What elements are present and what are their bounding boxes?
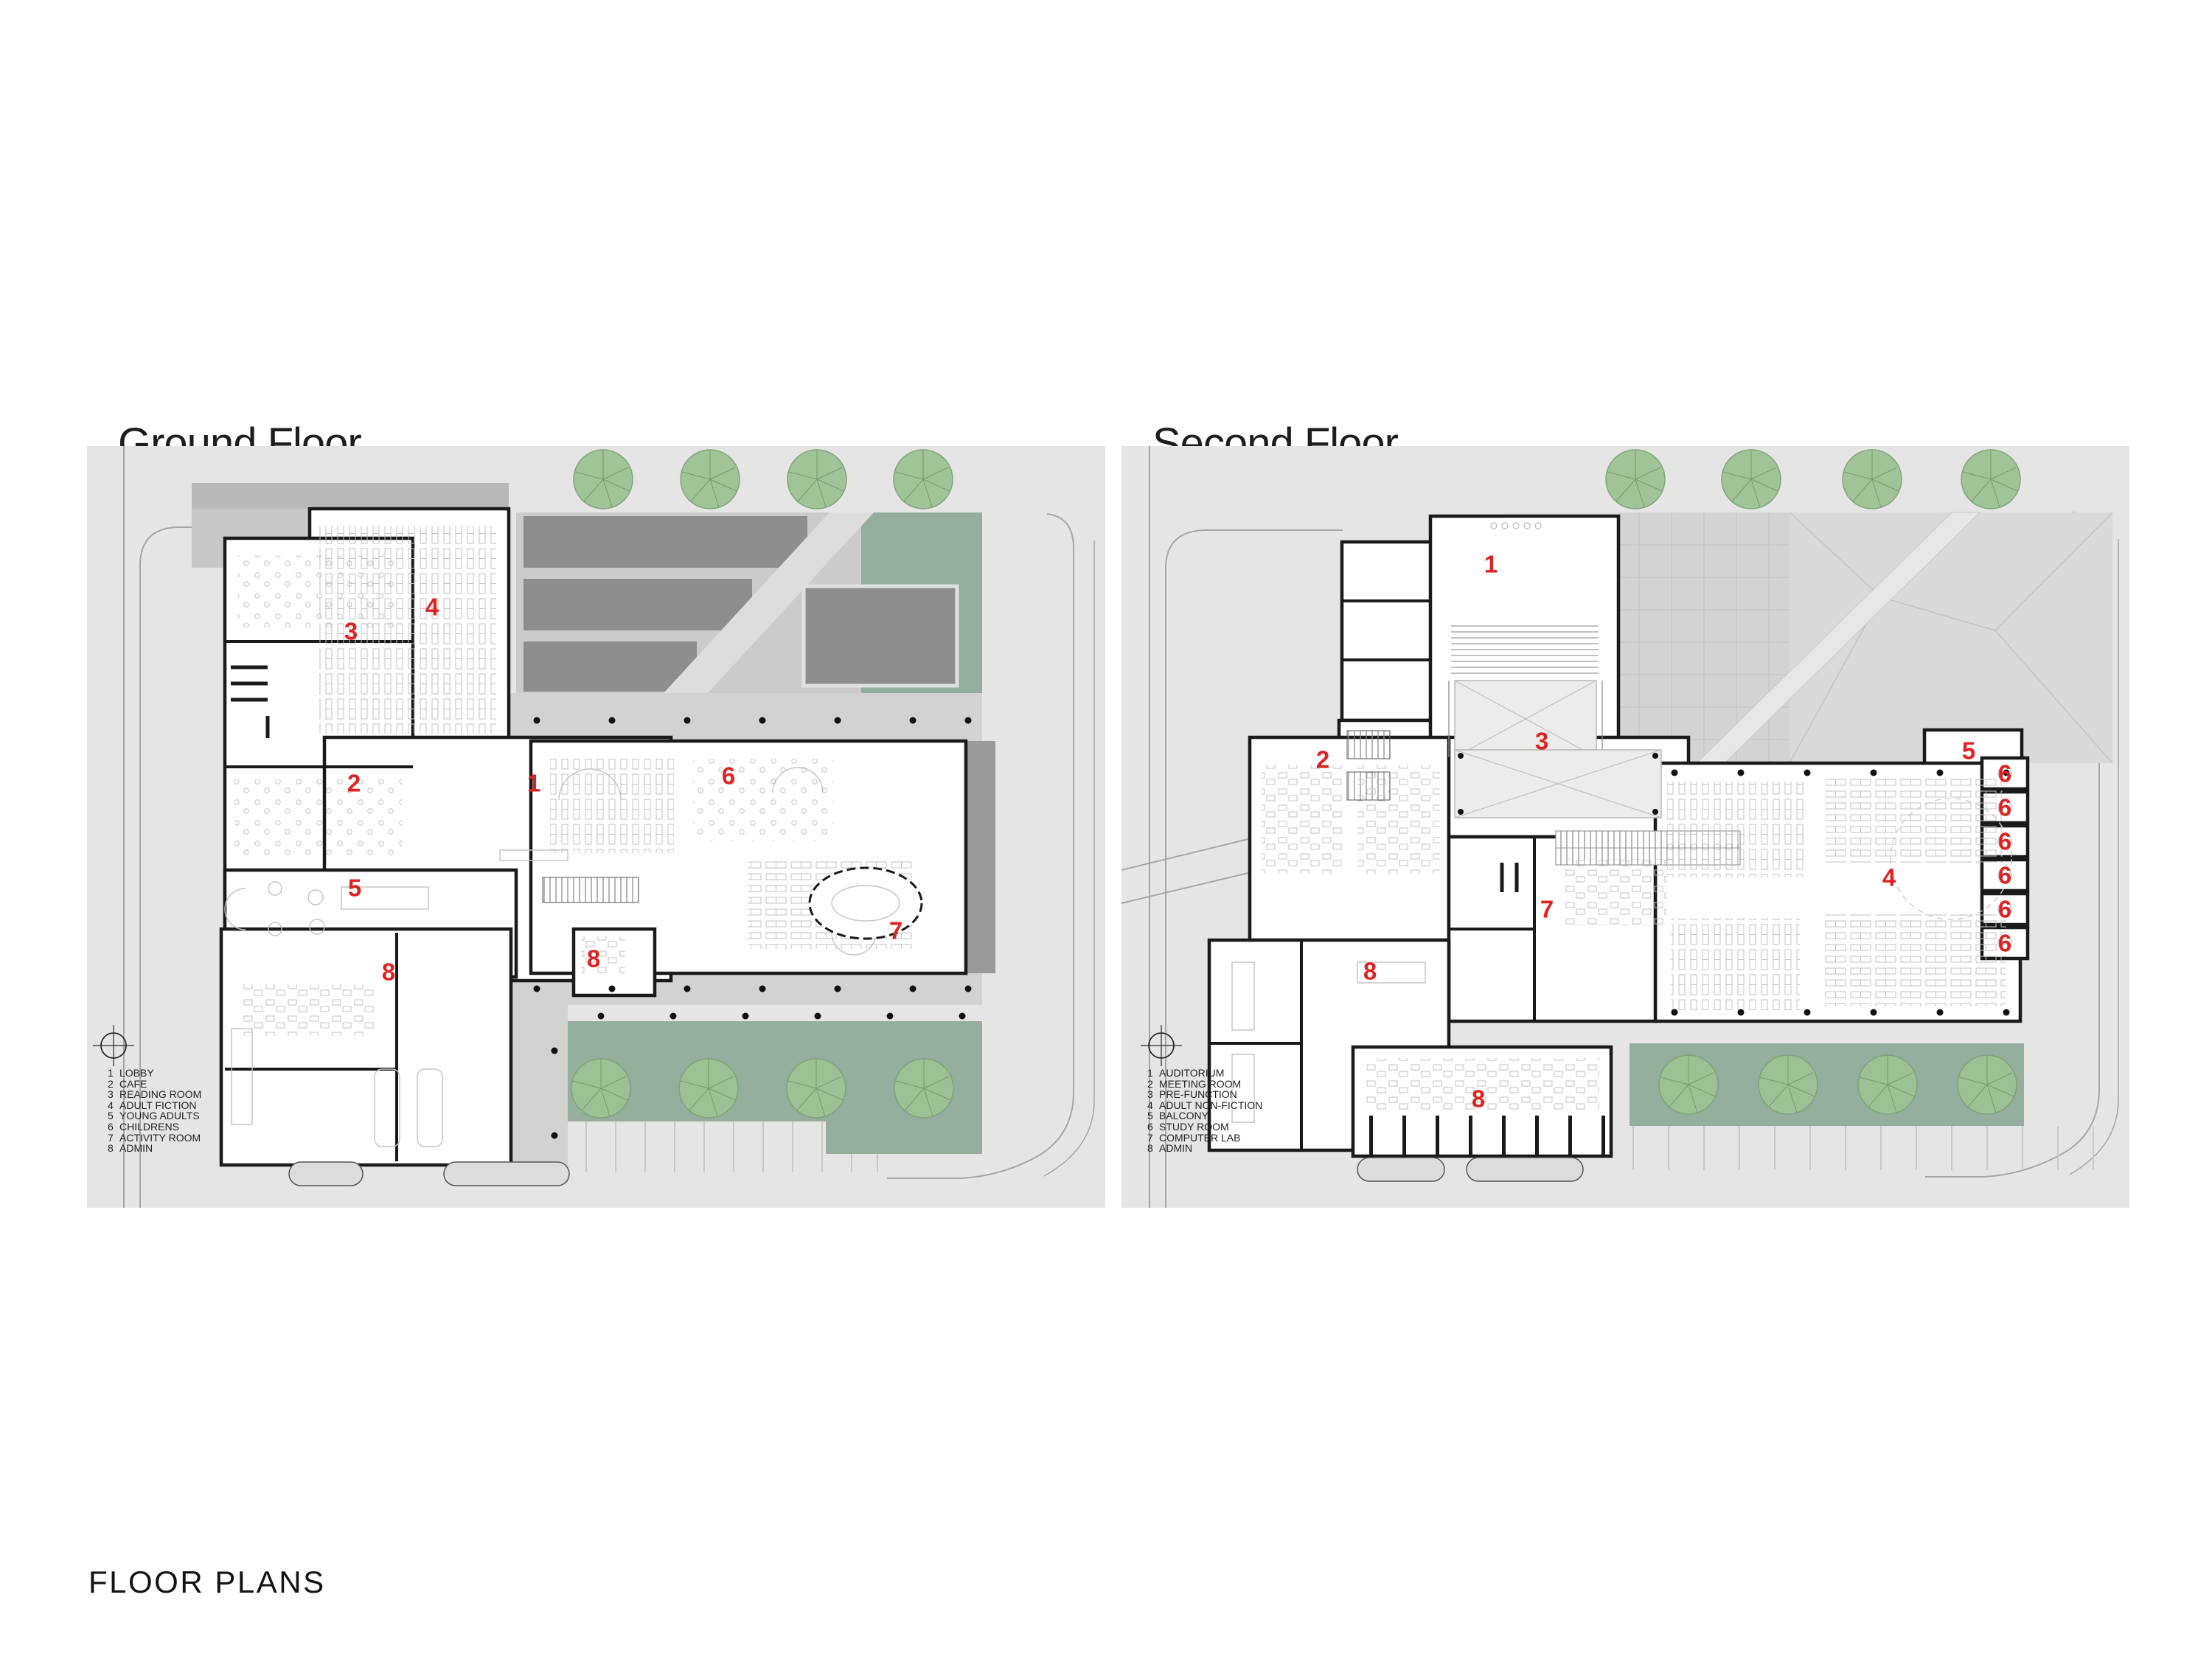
legend-item: 3 READING ROOM [108, 1089, 299, 1100]
legend-number: 4 [1147, 1099, 1153, 1111]
parking-stripes [1632, 1126, 2094, 1170]
legend-label: BALCONY [1159, 1110, 1208, 1122]
interior-walls [225, 640, 413, 1161]
office-partitions [1369, 1116, 1605, 1156]
legend-number: 8 [108, 1142, 114, 1155]
legend-label: AUDITORIUM [1159, 1067, 1225, 1079]
auditorium-detail [1444, 522, 1607, 758]
reading-desk-oval [808, 866, 923, 940]
entry-awnings [1357, 1157, 1584, 1182]
legend-item: 8 ADMIN [1147, 1143, 1339, 1154]
legend-number: 2 [108, 1077, 114, 1090]
legend-item: 1 AUDITORIUM [1147, 1068, 1339, 1079]
interior-walls [1209, 599, 1536, 1150]
legend-item: 2 MEETING ROOM [1147, 1077, 1339, 1090]
legend-item: 5 YOUNG ADULTS [108, 1110, 299, 1121]
second-floor-drawing [1121, 446, 2129, 1208]
legend-number: 7 [1147, 1131, 1153, 1144]
legend-label: PRE-FUNCTION [1159, 1088, 1237, 1101]
legend-item: 7 ACTIVITY ROOM [108, 1131, 299, 1144]
legend-label: CAFE [119, 1077, 147, 1090]
legend-label: CHILDRENS [119, 1120, 179, 1133]
legend-number: 6 [1147, 1120, 1153, 1133]
legend-label: ADULT NON-FICTION [1159, 1099, 1263, 1111]
legend-label: ACTIVITY ROOM [119, 1131, 201, 1144]
legend-label: COMPUTER LAB [1159, 1131, 1241, 1144]
legend-item: 2 CAFE [108, 1077, 299, 1090]
legend-number: 4 [108, 1099, 114, 1111]
stair-hatch [542, 877, 639, 903]
entry-awnings [288, 1161, 570, 1186]
legend-label: ADMIN [119, 1142, 153, 1155]
legend-number: 1 [108, 1067, 114, 1079]
legend-number: 7 [108, 1131, 114, 1144]
roof-area [1504, 512, 2113, 764]
skylight-void [1454, 749, 1662, 818]
legend-number: 2 [1147, 1077, 1153, 1090]
legend-item: 7 COMPUTER LAB [1147, 1131, 1339, 1144]
legend-item: 3 PRE-FUNCTION [1147, 1089, 1339, 1100]
legend-label: YOUNG ADULTS [119, 1110, 200, 1122]
legend-label: READING ROOM [119, 1088, 202, 1101]
legend-number: 5 [108, 1110, 114, 1122]
legend-label: MEETING ROOM [1159, 1077, 1242, 1090]
legend-label: ADULT FICTION [119, 1099, 197, 1111]
legend-number: 1 [1147, 1067, 1153, 1079]
legend-item: 1 LOBBY [108, 1068, 299, 1079]
legend-item: 6 CHILDRENS [108, 1121, 299, 1133]
legend-label: LOBBY [119, 1067, 154, 1079]
column-dots [1671, 769, 2010, 1016]
ground-floor-drawing [87, 446, 1105, 1208]
legend-item: 8 ADMIN [108, 1143, 299, 1154]
legend-item: 4 ADULT FICTION [108, 1100, 299, 1111]
legend-label: ADMIN [1159, 1142, 1193, 1155]
entry-canopy [192, 483, 509, 509]
legend-number: 5 [1147, 1110, 1153, 1122]
legend-number: 8 [1147, 1142, 1153, 1155]
street-lines [123, 446, 1095, 1208]
legend-number: 6 [108, 1120, 114, 1133]
column-dots [533, 717, 972, 1139]
legend-number: 3 [108, 1088, 114, 1101]
sheet-title: FLOOR PLANS [88, 1565, 326, 1599]
legend-number: 3 [1147, 1088, 1153, 1101]
furniture-linework [1231, 765, 2012, 1123]
legend-item: 6 STUDY ROOM [1147, 1121, 1339, 1133]
legend-item: 4 ADULT NON-FICTION [1147, 1100, 1339, 1111]
legend-item: 5 BALCONY [1147, 1110, 1339, 1121]
legend-label: STUDY ROOM [1159, 1120, 1229, 1133]
roof-bands [516, 512, 959, 693]
